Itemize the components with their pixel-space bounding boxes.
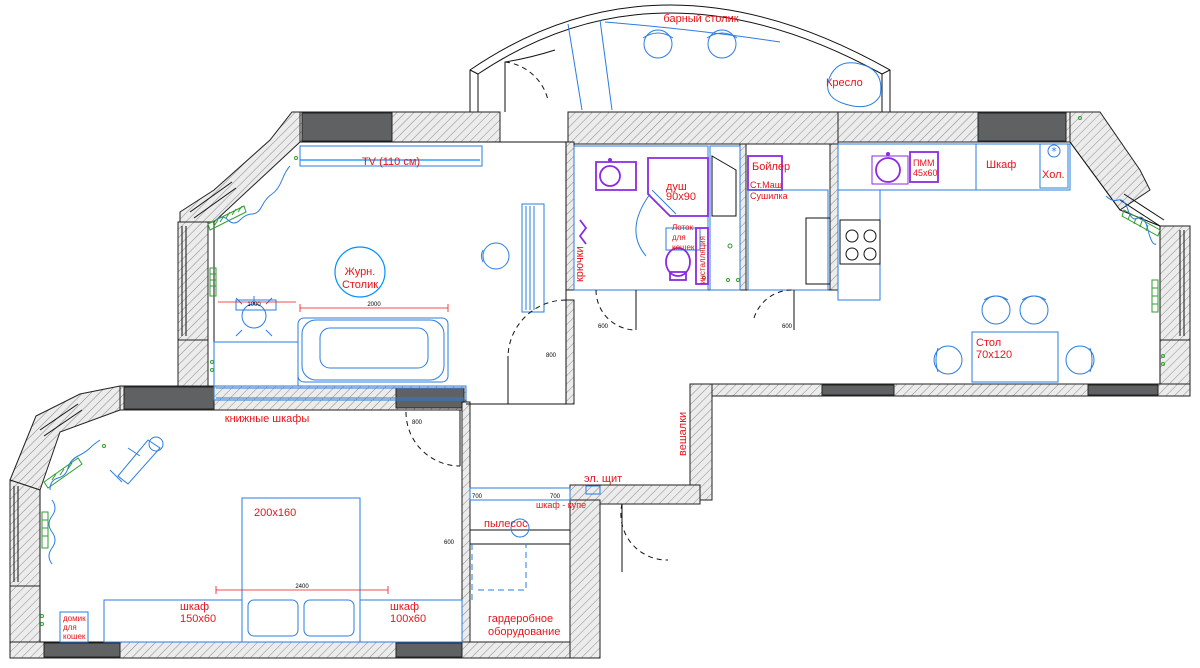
cat-house-label-1: домик <box>63 614 86 623</box>
cat-tray-label-1: Лоток <box>672 223 694 232</box>
piano <box>521 203 545 313</box>
pillow-1 <box>247 599 299 637</box>
washer-label: Ст.Маш <box>750 180 782 190</box>
kitchen-faucet-icon <box>886 152 890 156</box>
armchair-shape <box>827 62 882 108</box>
table-label-2: 70x120 <box>976 349 1012 361</box>
dining-table <box>971 331 1059 383</box>
corridor <box>585 485 669 572</box>
dressing-label-1: гардеробное <box>488 613 553 625</box>
fridge <box>1039 143 1069 189</box>
living-room <box>213 145 567 404</box>
fridge-label: Хол. <box>1042 169 1065 181</box>
installation-label: инсталляция <box>698 236 707 284</box>
shower-label-2: 90x90 <box>666 191 696 203</box>
boiler-label: Бойлер <box>752 161 790 173</box>
bed-label: 200x160 <box>254 507 296 519</box>
cooktop <box>839 219 881 265</box>
toilet <box>665 247 691 277</box>
wardrobe-coupe-label: шкаф - купе <box>536 500 586 510</box>
cupboard-label: Шкаф <box>986 159 1016 171</box>
snowflake-icon: * <box>1051 145 1057 158</box>
hooks <box>578 219 588 245</box>
exercise-bike <box>109 436 164 485</box>
dim-2000: 2000 <box>367 302 381 308</box>
cat-house <box>59 611 89 643</box>
wardrobe-right-label-2: 100x60 <box>390 613 426 625</box>
shower <box>647 157 709 217</box>
sink-bath <box>595 161 637 191</box>
bed <box>241 497 361 643</box>
cat-house-label-3: кошек <box>63 632 86 641</box>
dishwasher <box>909 151 939 183</box>
bookshelves-label: книжные шкафы <box>225 413 310 425</box>
laundry <box>709 145 831 330</box>
plants <box>40 116 1165 626</box>
bar-table-label: барный столик <box>663 13 738 25</box>
dim-700-b: 700 <box>550 494 561 500</box>
chair-4 <box>1065 345 1095 375</box>
tv-label: TV (110 см) <box>362 156 420 168</box>
pillow-2 <box>303 599 355 637</box>
wardrobe-left-label-1: шкаф <box>180 601 209 613</box>
wardrobe-right <box>359 599 463 643</box>
bar-stool-1 <box>643 29 673 59</box>
dressing-label-2: оборудование <box>488 626 560 638</box>
dishwasher-label-2: 45x60 <box>913 168 938 178</box>
dressing-room <box>469 487 571 600</box>
wardrobe-right-label-1: шкаф <box>390 601 419 613</box>
hooks-label: крючки <box>574 246 586 282</box>
installation <box>695 227 709 285</box>
chair-2 <box>1019 295 1049 325</box>
balcony <box>469 4 891 112</box>
bookshelves <box>213 385 467 401</box>
dim-800-bed: 800 <box>412 420 423 426</box>
chair-3 <box>933 345 963 375</box>
vacuum-cleaner <box>510 518 530 538</box>
windows <box>13 181 1185 582</box>
cat-house-label-2: для <box>63 623 77 632</box>
electric-panel <box>585 485 601 495</box>
dim-700-a: 700 <box>472 494 483 500</box>
hangers-label: вешалки <box>677 412 689 456</box>
dim-1000: 1000 <box>247 302 261 308</box>
armchair-label: Кресло <box>826 77 863 89</box>
coffee-table <box>334 246 386 298</box>
chair-1 <box>981 295 1011 325</box>
tv-stand <box>299 145 483 167</box>
bedroom <box>59 410 463 643</box>
bar-stool-2 <box>707 29 737 59</box>
curtains <box>48 165 1157 565</box>
faucet-icon <box>608 158 612 162</box>
dim-600-wardrobe: 600 <box>444 540 455 546</box>
shower-label-1: душ <box>666 181 687 193</box>
coffee-table-label-2: Столик <box>342 279 378 291</box>
piano-stool <box>482 242 510 270</box>
cat-tray-label-3: кошек <box>672 243 695 252</box>
coffee-table-label-1: Журн. <box>345 266 376 278</box>
dishwasher-label-1: ПММ <box>913 158 934 168</box>
wardrobe-left <box>103 599 243 643</box>
bathroom <box>573 145 709 331</box>
dim-600-wc: 600 <box>782 324 793 330</box>
dim-2400: 2400 <box>295 584 309 590</box>
walls <box>9 111 1191 659</box>
kitchen: * <box>837 143 1095 383</box>
dim-800-living: 800 <box>546 353 557 359</box>
table-label-1: Стол <box>976 337 1001 349</box>
wardrobe-left-label-2: 150x60 <box>180 613 216 625</box>
dryer-label: Сушилка <box>750 191 788 201</box>
cat-tray-label-2: для <box>672 233 686 242</box>
desk <box>213 341 299 387</box>
wardrobe-coupe <box>469 487 571 501</box>
dim-600-bath: 600 <box>598 324 609 330</box>
panel-label: эл. щит <box>584 473 622 485</box>
kitchen-sink <box>875 157 901 183</box>
vacuum-label: пылесос <box>484 518 528 530</box>
